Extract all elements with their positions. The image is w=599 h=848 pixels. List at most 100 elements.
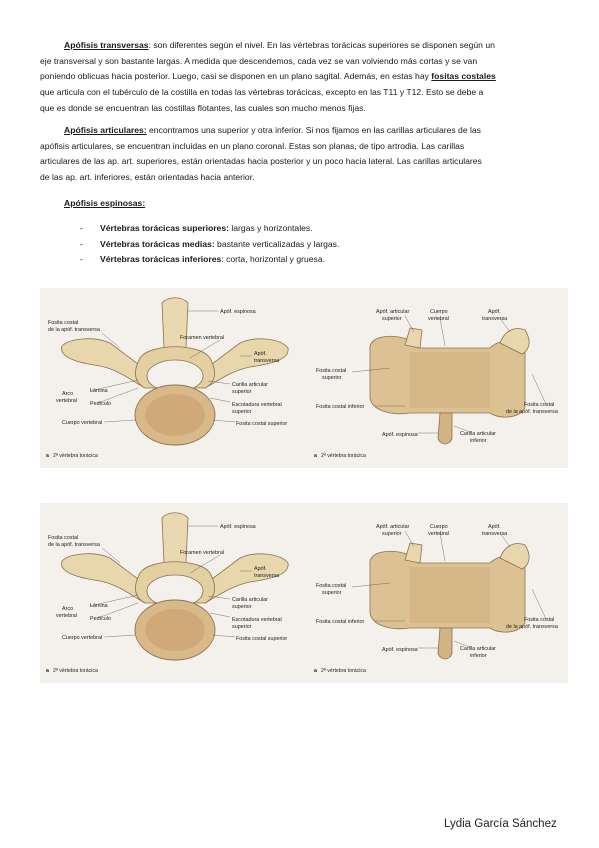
label-carilla-articular: Carilla articular — [232, 597, 268, 603]
label-lamina: Lámina — [90, 388, 108, 394]
text-line: poniendo oblicuas hacia posterior. Luego… — [40, 71, 432, 82]
label-fosita-costal-sup-cont: superior — [322, 590, 342, 596]
figure-caption: 2ª vértebra torácica — [321, 453, 366, 459]
label-apof-transversa-cont: transversa — [482, 316, 507, 322]
figure-lateral-view-1: Apóf. articular superior Cuerpo vertebra… — [310, 288, 568, 468]
label-apof-transversa-cont: transversa — [254, 573, 279, 579]
caption-letter: a — [46, 668, 49, 674]
heading-apofisis-transversas: Apófisis transversas — [64, 40, 149, 50]
figure-caption: 2ª vértebra torácica — [53, 668, 98, 674]
label-fosita-costal-inf: Fosita costal inferior — [316, 404, 364, 410]
label-apof-articular-sup-cont: superior — [382, 316, 402, 322]
label-carilla-inferior-cont: inferior — [470, 653, 487, 659]
text-line: : son diferentes según el nivel. En las … — [148, 40, 495, 50]
bullet-bold: Vértebras torácicas superiores: — [100, 223, 229, 233]
label-arco: Arco — [62, 391, 73, 397]
label-cuerpo-cont: vertebral — [428, 531, 449, 537]
bullet-text: : corta, horizontal y gruesa. — [221, 254, 325, 265]
term-fositas-costales: fositas costales — [431, 71, 496, 82]
label-foramen-vertebral: Foramen vertebral — [180, 550, 224, 556]
bullet-dash: - — [80, 223, 83, 233]
bullet-bold: Vértebras torácicas inferiores — [100, 254, 222, 265]
label-apof-espinosa: Apóf. espinosa — [382, 647, 418, 653]
paragraph-apofisis-articulares: Apófisis articulares: encontramos una su… — [40, 123, 562, 186]
label-cuerpo: Cuerpo — [430, 524, 448, 530]
vertebra-lateral-illustration — [351, 315, 547, 445]
label-cuerpo: Cuerpo — [430, 309, 448, 315]
bullet-bold: Vértebras torácicas medias: — [100, 238, 215, 249]
label-apof-espinosa: Apóf. espinosa — [220, 524, 256, 530]
figure-caption: 2ª vértebra torácica — [321, 668, 366, 674]
label-escotadura: Escotadura vertebral — [232, 617, 282, 623]
label-fosita-costal-cont: de la apóf. transversa — [48, 542, 100, 548]
figure-lateral-view-2: Apóf. articular superior Cuerpo vertebra… — [310, 503, 568, 683]
bullet-text: bastante verticalizadas y largas. — [214, 238, 340, 249]
label-fosita-costal-sup: Fosita costal — [316, 368, 346, 374]
label-apof-transversa-cont: transversa — [254, 358, 279, 364]
label-carilla-articular-cont: superior — [232, 604, 252, 610]
bullet-dash: - — [80, 238, 83, 249]
label-apof-espinosa: Apóf. espinosa — [382, 432, 418, 438]
label-cuerpo-vertebral: Cuerpo vertebral — [62, 635, 102, 641]
label-fosita-costal-apof-cont: de la apóf. transversa — [506, 409, 558, 415]
label-carilla-inferior: Carilla articular — [460, 646, 496, 652]
figure-labels: Apóf. espinosa Fosita costal de la apóf.… — [46, 309, 287, 459]
heading-apofisis-articulares: Apófisis articulares: — [64, 125, 147, 135]
figure-labels: Apóf. espinosa Fosita costal de la apóf.… — [46, 524, 287, 674]
label-fosita-costal: Fosita costal — [48, 320, 78, 326]
label-arco-cont: vertebral — [56, 613, 77, 619]
label-apof-articular-sup: Apóf. articular — [376, 524, 409, 530]
label-cuerpo-vertebral: Cuerpo vertebral — [62, 420, 102, 426]
label-escotadura-cont: superior — [232, 624, 252, 630]
label-carilla-inferior-cont: inferior — [470, 438, 487, 444]
figure-caption: 2ª vértebra torácica — [53, 453, 98, 459]
bullet-text: largas y horizontales. — [228, 223, 313, 233]
label-apof-transversa-cont: transversa — [482, 531, 507, 537]
label-carilla-articular-cont: superior — [232, 389, 252, 395]
vertebra-superior-illustration — [61, 297, 289, 446]
text-line: encontramos una superior y otra inferior… — [146, 125, 481, 135]
label-escotadura-cont: superior — [232, 409, 252, 415]
vertebra-lateral-illustration — [351, 530, 547, 660]
figure-labels: Apóf. articular superior Cuerpo vertebra… — [314, 309, 558, 459]
text-line: apófisis articulares, se encuentran incl… — [40, 140, 465, 151]
text-line: que es donde se encuentran las costillas… — [40, 102, 366, 113]
label-fosita-costal-superior: Fosita costal superior — [236, 636, 287, 642]
text-line: eje transversal y son bastante largas. A… — [40, 55, 478, 66]
label-escotadura: Escotadura vertebral — [232, 402, 282, 408]
figure-superior-view-2: Apóf. espinosa Fosita costal de la apóf.… — [40, 503, 310, 683]
author-footer: Lydia García Sánchez — [444, 818, 557, 830]
bullet-dash: - — [80, 254, 83, 265]
paragraph-apofisis-espinosas: Apófisis espinosas: — [40, 196, 562, 212]
label-apof-espinosa: Apóf. espinosa — [220, 309, 256, 315]
label-pediculo: Pedículo — [90, 616, 111, 622]
label-cuerpo-cont: vertebral — [428, 316, 449, 322]
label-foramen-vertebral: Foramen vertebral — [180, 335, 224, 341]
label-fosita-costal-sup-cont: superior — [322, 375, 342, 381]
label-apof-transversa: Apóf. — [254, 566, 267, 572]
label-carilla-articular: Carilla articular — [232, 382, 268, 388]
label-lamina: Lámina — [90, 603, 108, 609]
label-fosita-costal-apof: Fosita costal — [524, 617, 554, 623]
label-apof-articular-sup: Apóf. articular — [376, 309, 409, 315]
text-line: de las ap. art. inferiores, están orient… — [40, 172, 255, 183]
label-arco-cont: vertebral — [56, 398, 77, 404]
figure-superior-view-1: Apóf. espinosa Fosita costal de la apóf.… — [40, 288, 310, 468]
label-fosita-costal-sup: Fosita costal — [316, 583, 346, 589]
label-pediculo: Pedículo — [90, 401, 111, 407]
figure-labels: Apóf. articular superior Cuerpo vertebra… — [314, 524, 558, 674]
label-fosita-costal-apof-cont: de la apóf. transversa — [506, 624, 558, 630]
paragraph-apofisis-transversas: Apófisis transversas: son diferentes seg… — [40, 38, 562, 117]
label-fosita-costal: Fosita costal — [48, 535, 78, 541]
vertebra-superior-illustration — [61, 512, 289, 661]
label-fosita-costal-apof: Fosita costal — [524, 402, 554, 408]
label-carilla-inferior: Carilla articular — [460, 431, 496, 437]
text-line: articulares de las ap. art. superiores, … — [40, 156, 482, 167]
caption-letter: a — [314, 668, 317, 674]
label-arco: Arco — [62, 606, 73, 612]
label-fosita-costal-inf: Fosita costal inferior — [316, 619, 364, 625]
label-apof-transversa: Apóf. — [254, 351, 267, 357]
label-apof-transversa: Apóf. — [488, 309, 501, 315]
label-fosita-costal-superior: Fosita costal superior — [236, 421, 287, 427]
